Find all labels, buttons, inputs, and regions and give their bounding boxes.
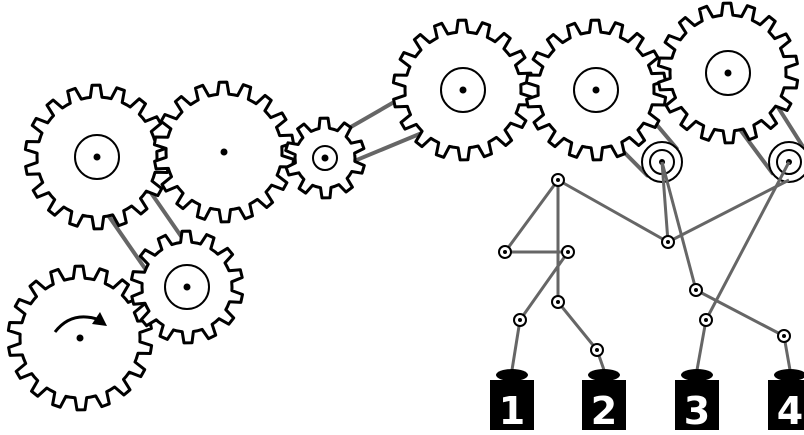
gear-axle-4 bbox=[220, 148, 228, 156]
rope-pulley-axle-3 bbox=[566, 250, 570, 254]
gear-axle-8 bbox=[724, 69, 732, 77]
weight-4-label: 4 bbox=[777, 389, 803, 433]
rope-pulley-axle-2 bbox=[503, 250, 507, 254]
gear-axle-1 bbox=[76, 334, 84, 342]
rope-5 bbox=[667, 178, 790, 244]
rope-pulleys bbox=[498, 173, 791, 357]
rope-pulley-axle-9 bbox=[704, 318, 708, 322]
rope-pulley-axle-10 bbox=[782, 334, 786, 338]
rope-pulley-axle-6 bbox=[595, 348, 599, 352]
ropes bbox=[503, 161, 792, 371]
gear-axle-5 bbox=[321, 154, 329, 162]
rope-2 bbox=[556, 180, 606, 371]
weight-3-label: 3 bbox=[684, 389, 710, 433]
gear-axle-6 bbox=[459, 86, 467, 94]
gear-axle-7 bbox=[592, 86, 600, 94]
rope-pulley-axle-8 bbox=[694, 288, 698, 292]
rope-pulley-axle-7 bbox=[666, 240, 670, 244]
weight-1-label: 1 bbox=[499, 389, 525, 433]
weight-3: 3 bbox=[675, 369, 719, 433]
rope-4 bbox=[660, 161, 792, 371]
rope-3 bbox=[695, 161, 791, 371]
weight-2: 2 bbox=[582, 369, 626, 433]
gear-axle-3 bbox=[93, 153, 101, 161]
rotation-arrow-icon bbox=[53, 312, 107, 333]
weight-1: 1 bbox=[490, 369, 534, 433]
hubs bbox=[74, 50, 804, 342]
gear-axle-2 bbox=[183, 283, 191, 291]
weight-4: 4 bbox=[768, 369, 804, 433]
gears bbox=[6, 1, 800, 412]
rope-pulley-axle-1 bbox=[556, 178, 560, 182]
weight-2-label: 2 bbox=[591, 389, 617, 433]
rope-pulley-axle-5 bbox=[556, 300, 560, 304]
rope-pulley-axle-4 bbox=[518, 318, 522, 322]
